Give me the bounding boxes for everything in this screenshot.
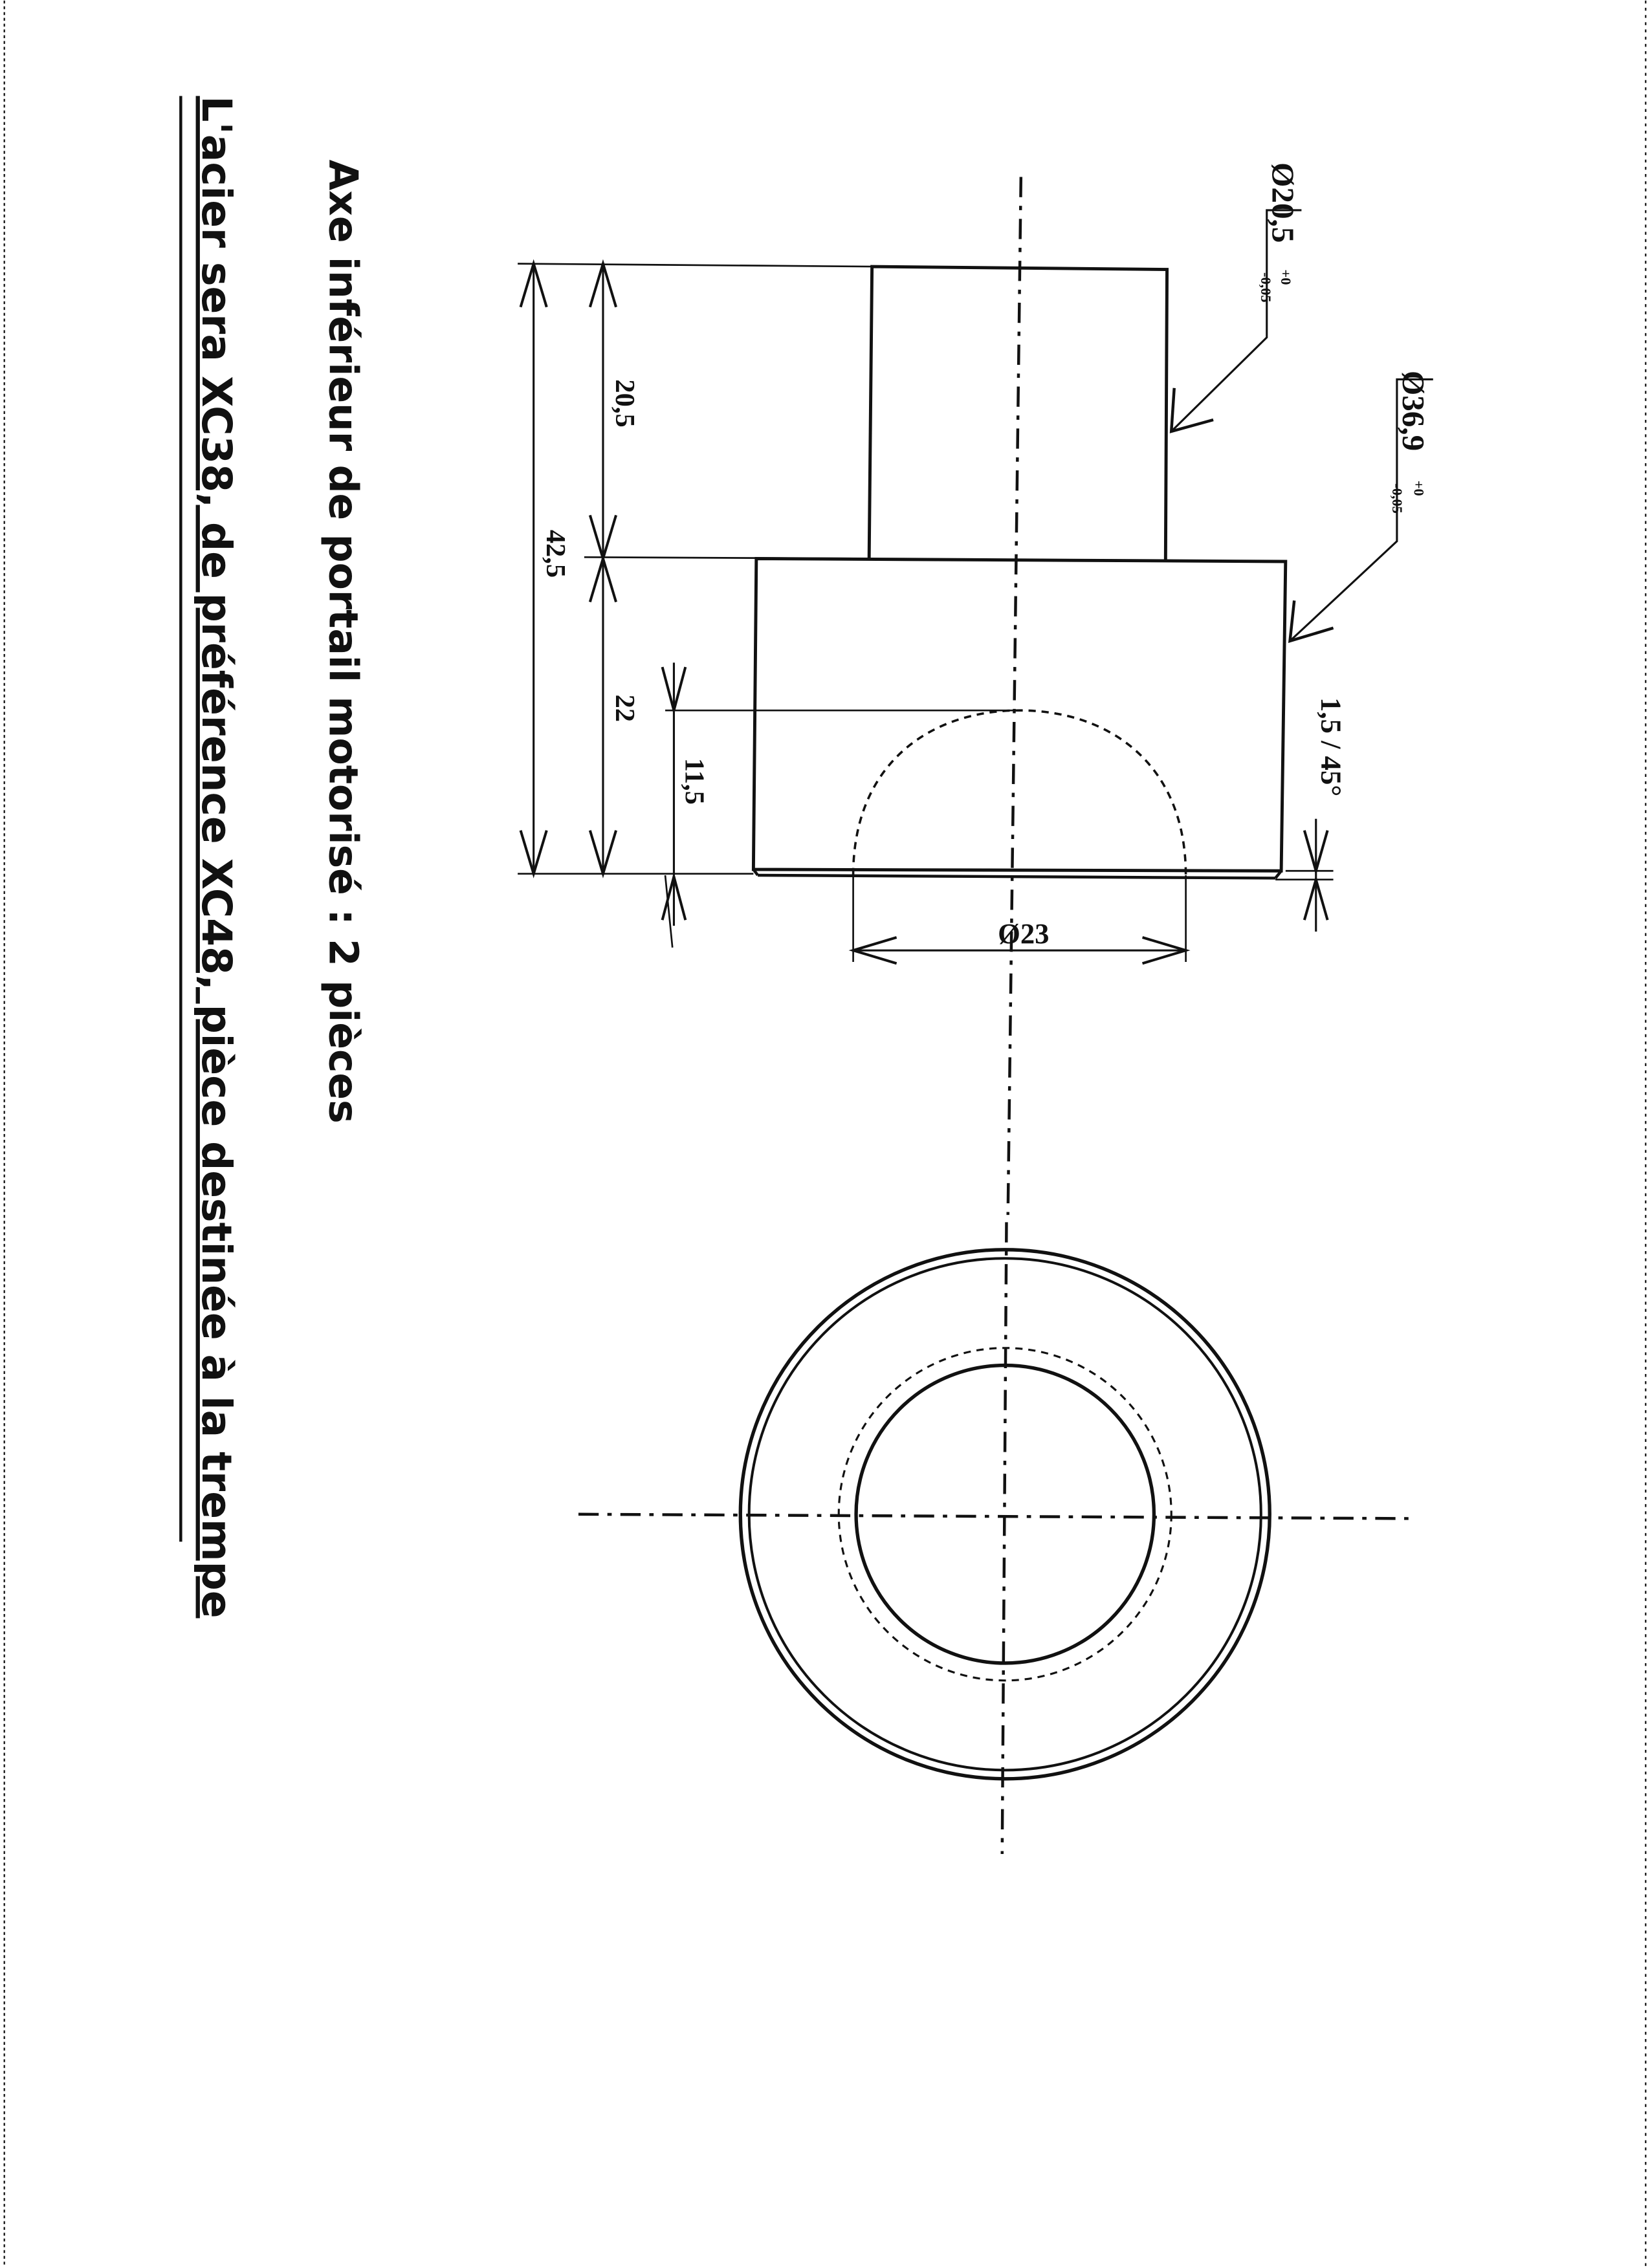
extension-top xyxy=(518,263,872,268)
chamfer-arrow-top xyxy=(1303,830,1329,876)
small-cylinder-circle xyxy=(854,1363,1156,1665)
dim-bore-arrow-top xyxy=(661,666,687,715)
hidden-bore-outline xyxy=(852,709,1187,875)
dim-bore-arrow-bottom xyxy=(661,871,687,921)
label-len-total: 42,5 xyxy=(540,530,571,578)
label-d-small-tol-low: -0,05 xyxy=(1258,272,1274,303)
label-d-small-tol-up: +0 xyxy=(1278,270,1294,285)
chamfer-arrow-bottom xyxy=(1303,875,1329,921)
chamfer-circle xyxy=(747,1257,1262,1772)
chamfer-line xyxy=(758,873,1276,880)
end-view-axis-vertical xyxy=(1000,1222,1008,1854)
label-bore-diam: Ø23 xyxy=(998,917,1049,950)
label-d-large: Ø36,9 xyxy=(1396,371,1431,451)
dim-total-arrow-bottom xyxy=(519,830,548,878)
dim-total-arrow-top xyxy=(519,259,548,308)
dimension-labels: Ø20,5 +0 -0,05 Ø36,9 +0 -0,05 1,5 / 45° … xyxy=(540,162,1431,950)
dim-large-arrow-top xyxy=(588,554,617,603)
extension-bore-bottom xyxy=(664,875,674,948)
dim-bore-diam-arrow-right xyxy=(1141,936,1191,965)
label-chamfer: 1,5 / 45° xyxy=(1315,697,1348,796)
note-material: L'acier sera XC38, de préférence XC48, p… xyxy=(193,96,240,1618)
chamfer-corner-left xyxy=(752,868,759,877)
label-d-small: Ø20,5 xyxy=(1266,162,1301,243)
chamfer-corner-right xyxy=(1274,869,1282,879)
dim-bore-diam-arrow-left xyxy=(848,936,897,965)
label-d-large-tol-up: +0 xyxy=(1411,481,1427,496)
end-view xyxy=(578,1222,1414,1854)
note-title: Axe inférieur de portail motorisé : 2 pi… xyxy=(320,160,366,1124)
leader-d-large xyxy=(1289,378,1433,642)
small-cylinder-outline xyxy=(867,265,1169,562)
label-bore-depth: 11,5 xyxy=(679,758,709,805)
side-view-axis xyxy=(1006,177,1023,1216)
end-view-axis-horizontal xyxy=(578,1512,1414,1520)
label-len-small: 20,5 xyxy=(610,379,640,427)
hidden-bore-circle xyxy=(837,1347,1172,1682)
label-d-large-tol-low: -0,05 xyxy=(1389,483,1405,514)
large-cylinder-outline xyxy=(751,557,1288,873)
notes: Axe inférieur de portail motorisé : 2 pi… xyxy=(179,96,366,1619)
leader-d-large-arrow xyxy=(1288,600,1334,644)
side-view xyxy=(518,177,1433,1216)
leader-d-small-arrow xyxy=(1169,387,1214,433)
extension-step xyxy=(584,556,870,560)
dim-large-arrow-bottom xyxy=(588,830,617,878)
outer-circle xyxy=(738,1248,1271,1781)
leader-d-small xyxy=(1171,209,1302,432)
dim-small-arrow-top xyxy=(588,259,617,308)
label-len-large: 22 xyxy=(610,695,640,722)
